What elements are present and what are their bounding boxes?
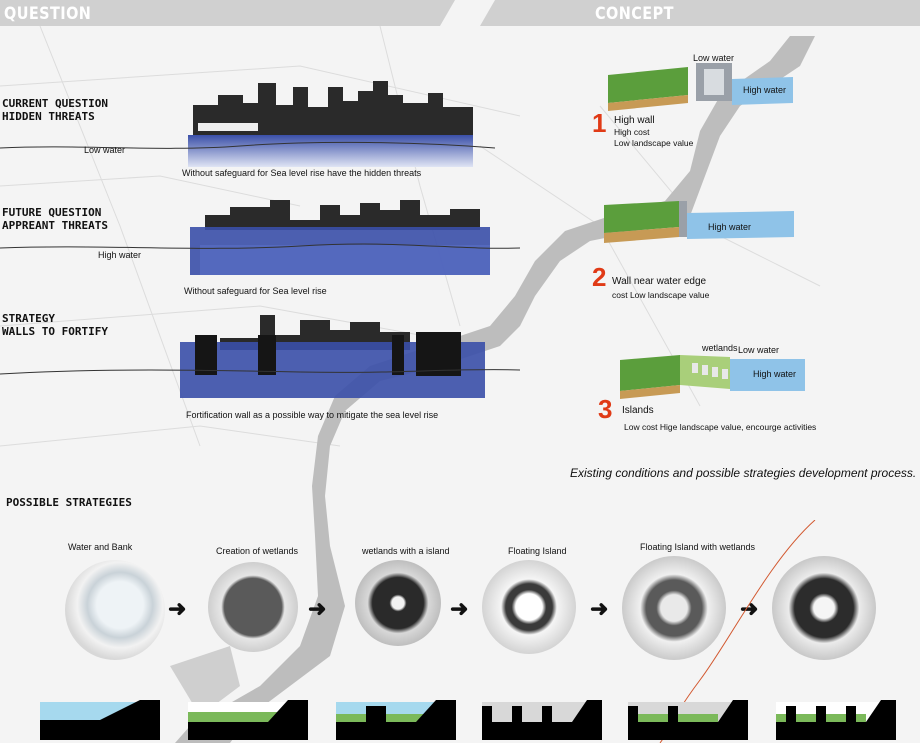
section-strip-3 (482, 700, 602, 740)
water-label-1: Low water (84, 145, 126, 155)
question-3-title: STRATEGY WALLS TO FORTIFY (2, 312, 108, 338)
concept-3-title: Islands (622, 405, 654, 416)
concept-2-diagram (604, 201, 794, 243)
arrow-icon-3: ➜ (590, 596, 609, 621)
question-2-title: FUTURE QUESTION APPREANT THREATS (2, 206, 108, 232)
step-label-3: Floating Island (508, 546, 567, 556)
step-label-0: Water and Bank (68, 542, 133, 552)
step-label-2: wetlands with a island (362, 546, 450, 556)
section-strip-4 (628, 700, 748, 740)
section-strip-0 (40, 700, 160, 740)
concept-3-label-1: Low water (738, 345, 780, 355)
bowl-water-bank (65, 560, 165, 660)
concept-1-title: High wall (614, 115, 655, 126)
concept-1-line-1: Low landscape value (614, 138, 694, 148)
water-line-3 (0, 369, 520, 375)
water-line-1 (0, 141, 496, 149)
step-label-4: Floating Island with wetlands (640, 542, 756, 552)
skyline-current (188, 81, 473, 167)
diagram-caption: Existing conditions and possible strateg… (570, 466, 917, 480)
concept-2-title: Wall near water edge (612, 276, 707, 287)
question-1-title: CURRENT QUESTION HIDDEN THREATS (2, 97, 108, 123)
concept-header: CONCEPT (595, 4, 674, 24)
section-strip-2 (336, 700, 456, 740)
section-strip-1 (188, 700, 308, 740)
arrow-icon-4: ➜ (740, 596, 759, 621)
concept-3-number: 3 (598, 394, 613, 424)
concept-3-label-2: High water (753, 369, 797, 379)
concept-1-diagram (608, 63, 793, 111)
concept-3-label-0: wetlands (702, 343, 738, 353)
bowl-floating-wetlands (622, 556, 726, 660)
concept-2-number: 2 (592, 262, 607, 292)
skyline-future (190, 200, 490, 275)
concept-3-diagram (620, 355, 805, 399)
arrow-icon-1: ➜ (308, 596, 327, 621)
concept-2-label-0: High water (708, 222, 752, 232)
question-header: QUESTION (4, 4, 92, 24)
strategies-heading: POSSIBLE STRATEGIES (6, 496, 132, 509)
concept-1-label-0: Low water (693, 53, 735, 63)
concept-1-line-0: High cost (614, 127, 650, 137)
skyline-strategy (180, 315, 485, 398)
bowl-final (772, 556, 876, 660)
section-strip-5 (776, 700, 896, 740)
bowl-floating-island (482, 560, 576, 654)
concept-1-label-1: High water (743, 85, 787, 95)
arrow-icon-0: ➜ (168, 596, 187, 621)
question-1-caption: Without safeguard for Sea level rise hav… (182, 168, 422, 178)
concept-3-line-0: Low cost Hige landscape value, encourge … (624, 422, 817, 432)
step-label-1: Creation of wetlands (216, 546, 299, 556)
water-label-2: High water (98, 250, 142, 260)
water-line-2 (0, 243, 520, 249)
bowl-wetlands (208, 562, 298, 652)
question-2-caption: Without safeguard for Sea level rise (184, 286, 327, 296)
bowl-wetlands-island (355, 560, 441, 646)
concept-1-number: 1 (592, 108, 607, 138)
arrow-icon-2: ➜ (450, 596, 469, 621)
concept-2-line-0: cost Low landscape value (612, 290, 710, 300)
question-3-caption: Fortification wall as a possible way to … (186, 410, 439, 420)
